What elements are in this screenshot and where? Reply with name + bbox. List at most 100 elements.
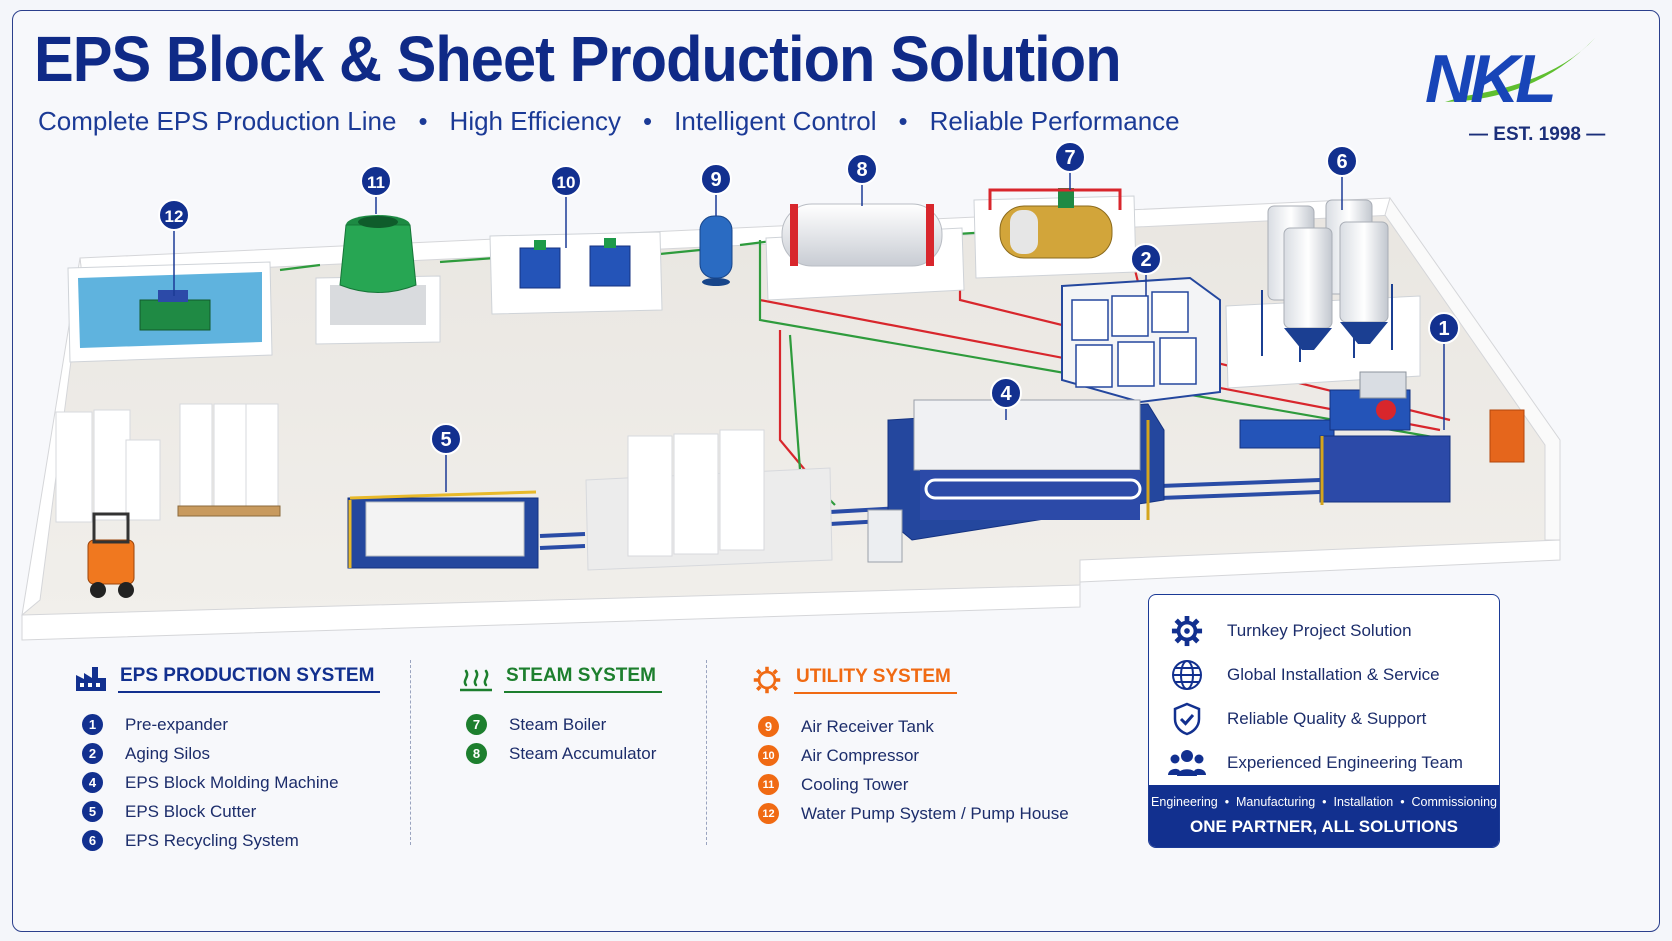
item-label: Water Pump System / Pump House xyxy=(801,803,1069,823)
list-item: 5 EPS Block Cutter xyxy=(74,797,380,826)
callout-5: 5 xyxy=(430,423,462,455)
item-label: EPS Block Molding Machine xyxy=(125,772,339,792)
legend-utility-title: UTILITY SYSTEM xyxy=(794,666,957,694)
callout-11: 11 xyxy=(360,165,392,197)
item-label: Cooling Tower xyxy=(801,774,909,794)
block-molding-machine xyxy=(867,399,1165,563)
callout-7: 7 xyxy=(1054,141,1086,173)
services-line: Engineering • Manufacturing • Installati… xyxy=(1151,795,1497,809)
page-title: EPS Block & Sheet Production Solution xyxy=(34,23,1122,95)
list-item: 6 EPS Recycling System xyxy=(74,826,380,855)
item-number-badge: 2 xyxy=(82,743,103,764)
item-label: Steam Accumulator xyxy=(509,743,657,763)
svg-text:2: 2 xyxy=(1140,249,1151,271)
legend-divider xyxy=(410,660,411,845)
svg-text:8: 8 xyxy=(856,159,867,181)
aging-silos xyxy=(1061,276,1221,404)
subtitle-bar: Complete EPS Production Line • High Effici… xyxy=(38,106,1180,137)
subtitle-separator: • xyxy=(898,106,908,136)
cooling-tower xyxy=(315,215,441,345)
feature-label: Reliable Quality & Support xyxy=(1227,709,1427,728)
callout-2: 2 xyxy=(1130,243,1162,275)
feature-label: Turnkey Project Solution xyxy=(1227,621,1412,640)
subtitle-item: Reliable Performance xyxy=(929,106,1180,136)
nkl-logo: NKL — EST. 1998 — xyxy=(1425,30,1625,150)
subtitle-separator: • xyxy=(643,106,653,136)
legend-production-header: EPS PRODUCTION SYSTEM xyxy=(74,665,381,698)
item-label: EPS Block Cutter xyxy=(125,801,257,821)
item-number-badge: 6 xyxy=(82,830,103,851)
item-number-badge: 10 xyxy=(758,745,779,766)
subtitle-item: High Efficiency xyxy=(449,106,622,136)
list-item: 9 Air Receiver Tank xyxy=(750,712,1069,741)
forklift xyxy=(87,512,135,598)
feature-label: Global Installation & Service xyxy=(1227,665,1440,684)
callout-12: 12 xyxy=(158,199,190,231)
callout-10: 10 xyxy=(550,165,582,197)
list-item: 7 Steam Boiler xyxy=(458,710,662,739)
callout-6: 6 xyxy=(1326,145,1358,177)
subtitle-item: Complete EPS Production Line xyxy=(38,106,397,136)
legend-utility-system: UTILITY SYSTEM 9 Air Receiver Tank 10 Air … xyxy=(750,665,1069,828)
callout-8: 8 xyxy=(846,153,878,185)
logo-est: — EST. 1998 — xyxy=(1469,124,1606,145)
air-receiver-tank xyxy=(699,215,733,286)
legend-production-title: EPS PRODUCTION SYSTEM xyxy=(118,665,381,693)
svg-text:5: 5 xyxy=(440,429,451,451)
air-compressors xyxy=(489,231,663,315)
subtitle-item: Intelligent Control xyxy=(674,106,877,136)
block-cutter xyxy=(347,490,539,569)
svg-text:1: 1 xyxy=(1438,318,1449,340)
item-number-badge: 1 xyxy=(82,714,103,735)
steam-boiler xyxy=(973,188,1137,279)
callout-lines xyxy=(173,172,1445,492)
list-item: 10 Air Compressor xyxy=(750,741,1069,770)
svg-text:9: 9 xyxy=(710,169,721,191)
item-number-badge: 11 xyxy=(758,774,779,795)
legend-utility-header: UTILITY SYSTEM xyxy=(750,665,1069,700)
item-number-badge: 8 xyxy=(466,743,487,764)
item-label: Air Compressor xyxy=(801,745,920,765)
steam-icon xyxy=(460,669,492,692)
legend-divider xyxy=(706,660,707,845)
pre-expander xyxy=(1239,371,1525,505)
list-item: 11 Cooling Tower xyxy=(750,770,1069,799)
item-number-badge: 4 xyxy=(82,772,103,793)
gear-icon xyxy=(753,666,781,694)
recycling-silos xyxy=(1225,199,1421,389)
item-label: Air Receiver Tank xyxy=(801,716,934,736)
gear-icon xyxy=(1167,614,1207,648)
feature-label: Experienced Engineering Team xyxy=(1227,753,1463,772)
item-label: Steam Boiler xyxy=(509,714,607,734)
svg-text:12: 12 xyxy=(165,207,184,226)
water-pump-pool xyxy=(67,261,273,363)
callout-4: 4 xyxy=(990,377,1022,409)
svg-text:10: 10 xyxy=(557,173,576,192)
team-icon xyxy=(1167,746,1207,780)
tagline: ONE PARTNER, ALL SOLUTIONS xyxy=(1190,817,1458,836)
svg-text:11: 11 xyxy=(367,173,385,192)
list-item: 2 Aging Silos xyxy=(74,739,380,768)
svg-text:4: 4 xyxy=(1000,383,1012,405)
list-item: 8 Steam Accumulator xyxy=(458,739,662,768)
legend-steam-system: STEAM SYSTEM 7 Steam Boiler 8 Steam Accumu… xyxy=(458,665,662,768)
svg-text:7: 7 xyxy=(1064,147,1075,169)
item-label: EPS Recycling System xyxy=(125,830,299,850)
globe-icon xyxy=(1167,658,1207,692)
item-number-badge: 9 xyxy=(758,716,779,737)
subtitle-separator: • xyxy=(418,106,428,136)
item-number-badge: 7 xyxy=(466,714,487,735)
item-number-badge: 5 xyxy=(82,801,103,822)
feature-item: Experienced Engineering Team xyxy=(1167,741,1499,785)
panel-footer: Engineering • Manufacturing • Installati… xyxy=(1149,785,1499,847)
item-label: Aging Silos xyxy=(125,743,211,763)
logo-wordmark: NKL xyxy=(1425,41,1557,117)
svg-text:6: 6 xyxy=(1336,151,1347,173)
feature-item: Global Installation & Service xyxy=(1167,653,1499,697)
legend-steam-header: STEAM SYSTEM xyxy=(458,665,662,698)
shield-check-icon xyxy=(1167,702,1207,736)
